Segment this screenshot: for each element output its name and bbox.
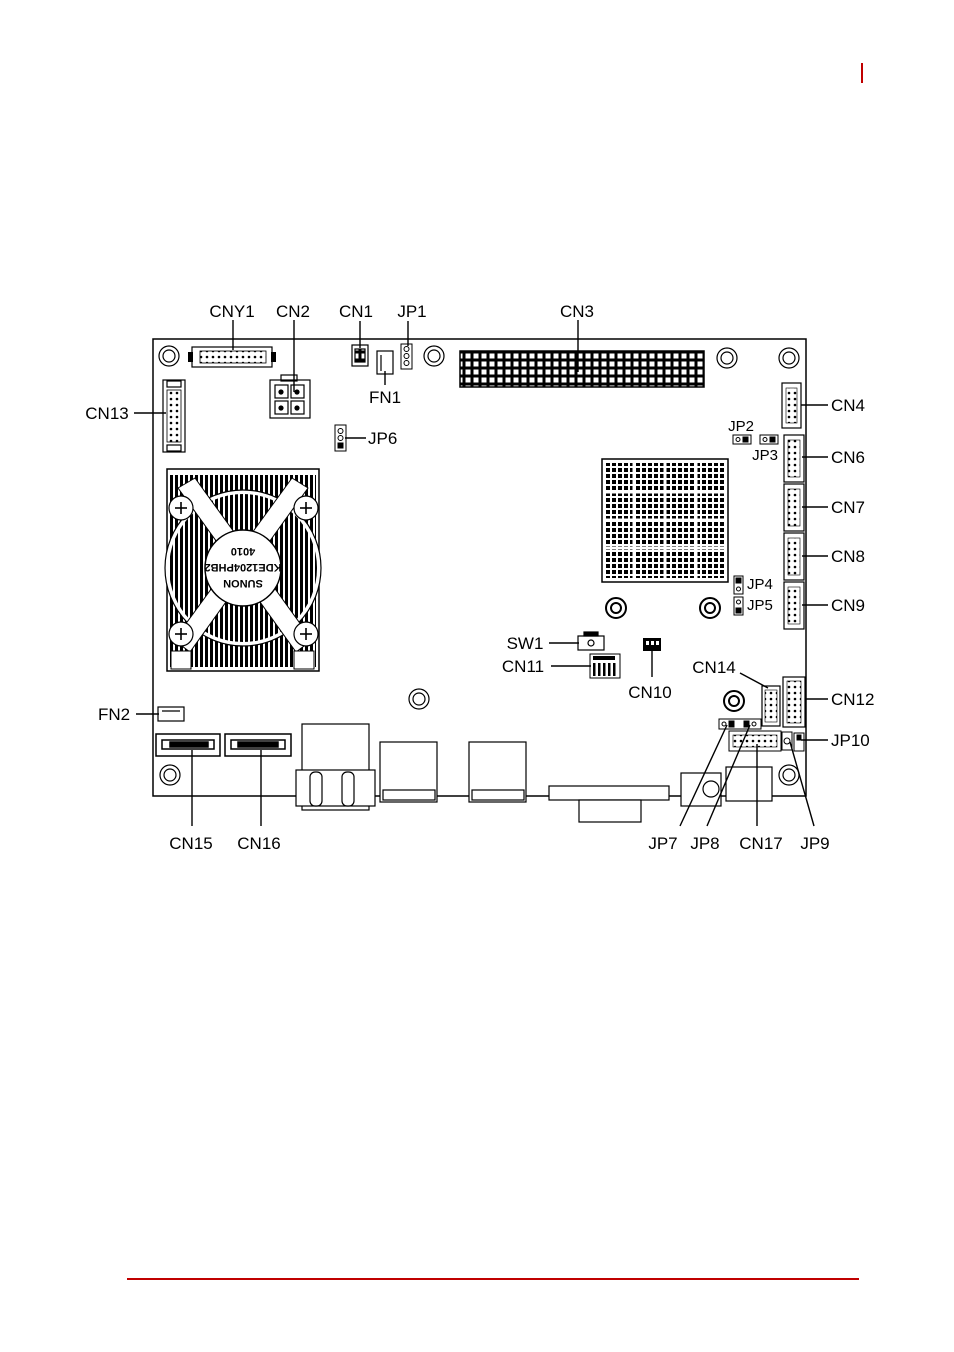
label-jp2: JP2 xyxy=(728,418,754,435)
cn3-connector xyxy=(459,350,705,388)
jp4-jp5-jumpers xyxy=(733,575,744,616)
jp2-jp3-jumpers xyxy=(732,434,779,445)
label-sw1: SW1 xyxy=(507,634,544,653)
cn2-connector xyxy=(269,374,311,419)
header-accent-mark xyxy=(861,63,863,83)
label-cn16: CN16 xyxy=(237,834,280,853)
label-jp1: JP1 xyxy=(397,302,426,321)
label-cn4: CN4 xyxy=(831,396,865,415)
rear-io-ports xyxy=(295,723,773,823)
label-cn13: CN13 xyxy=(85,404,128,423)
label-cn11: CN11 xyxy=(502,657,544,676)
label-jp9: JP9 xyxy=(800,834,829,853)
component-labels: CNY1 CN2 CN1 JP1 CN3 FN1 CN13 JP6 CN4 JP… xyxy=(85,302,874,853)
cny1-connector xyxy=(188,346,276,368)
fn1-connector xyxy=(376,350,394,375)
label-cn12: CN12 xyxy=(831,690,874,709)
sw1-switch xyxy=(577,631,605,651)
jp6-jumper xyxy=(334,424,347,452)
fan-label-model: KDE1204PHB2 xyxy=(204,561,281,573)
fan-label-size: 4010 xyxy=(231,545,255,557)
cpu-heatsink xyxy=(601,458,729,583)
cn14-cn12-connectors xyxy=(761,676,806,728)
label-cn10: CN10 xyxy=(628,683,671,702)
cn10-connector xyxy=(643,638,661,651)
label-jp10: JP10 xyxy=(831,731,870,750)
footer-accent-rule xyxy=(127,1278,859,1280)
label-cn14: CN14 xyxy=(692,658,735,677)
label-cn3: CN3 xyxy=(560,302,594,321)
label-fn2: FN2 xyxy=(98,705,130,724)
cn11-connector xyxy=(589,653,621,679)
mounting-holes xyxy=(158,345,800,786)
label-cn17: CN17 xyxy=(739,834,782,853)
fan-label-brand: SUNON xyxy=(223,577,263,589)
label-cn8: CN8 xyxy=(831,547,865,566)
label-cny1: CNY1 xyxy=(209,302,254,321)
fan-label: SUNON KDE1204PHB2 4010 xyxy=(204,545,281,589)
label-jp8: JP8 xyxy=(690,834,719,853)
cn1-connector xyxy=(351,344,369,367)
cooling-fan: SUNON KDE1204PHB2 4010 xyxy=(164,468,322,672)
fn2-connector xyxy=(157,706,185,722)
label-cn6: CN6 xyxy=(831,448,865,467)
label-cn7: CN7 xyxy=(831,498,865,517)
label-jp7: JP7 xyxy=(648,834,677,853)
label-jp4: JP4 xyxy=(747,576,773,593)
label-cn9: CN9 xyxy=(831,596,865,615)
label-fn1: FN1 xyxy=(369,388,401,407)
leader-lines xyxy=(134,320,828,827)
label-cn2: CN2 xyxy=(276,302,310,321)
sata-connectors xyxy=(155,733,292,757)
label-cn15: CN15 xyxy=(169,834,212,853)
label-jp3: JP3 xyxy=(752,447,778,464)
cn13-connector xyxy=(162,379,186,453)
label-cn1: CN1 xyxy=(339,302,373,321)
right-headers xyxy=(781,382,805,630)
label-jp6: JP6 xyxy=(368,429,397,448)
label-jp5: JP5 xyxy=(747,597,773,614)
jp1-jumper xyxy=(400,343,413,370)
